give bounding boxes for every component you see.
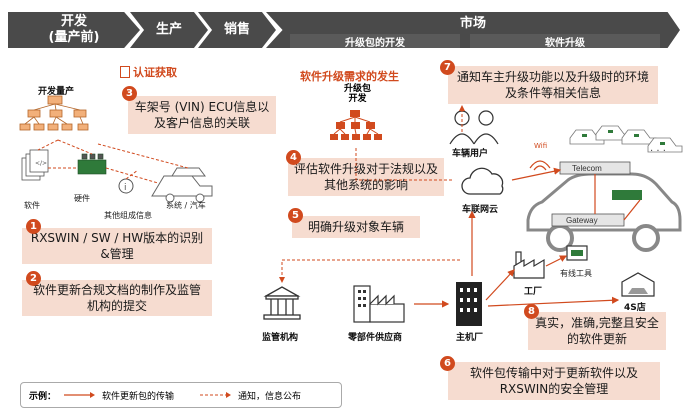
legend-dashed-arrow bbox=[200, 392, 232, 398]
step-number-5: 5 bbox=[288, 208, 303, 223]
oem-label: 主机厂 bbox=[456, 333, 484, 343]
wifi-icon bbox=[529, 160, 551, 171]
step-number-7: 7 bbox=[440, 60, 455, 75]
supplier-label: 零部件供应商 bbox=[348, 333, 403, 343]
step-number-3: 3 bbox=[122, 86, 137, 101]
legend-title: 示例： bbox=[29, 391, 57, 402]
certification-label-group: 认证获取 bbox=[120, 64, 177, 80]
factory-icon bbox=[513, 251, 545, 279]
cloud-label: 车联网云 bbox=[462, 205, 499, 215]
oem-building-icon bbox=[456, 282, 482, 326]
step-box-5: 明确升级对象车辆 bbox=[292, 216, 420, 238]
cloud-icon bbox=[461, 167, 504, 195]
telecom-label: Telecom bbox=[572, 164, 602, 173]
supplier-icon bbox=[353, 285, 405, 323]
certificate-icon bbox=[120, 66, 130, 78]
legend: 示例： 软件更新包的传输 通知，信息公布 bbox=[20, 382, 342, 408]
regulator-icon bbox=[263, 286, 301, 320]
step-number-8: 8 bbox=[524, 304, 539, 319]
car-user-label: 车辆用户 bbox=[452, 149, 489, 159]
package-dev-label: 升级包 开发 bbox=[344, 84, 372, 105]
step-text-6: 软件包传输中对于更新软件以及RXSWIN的安全管理 bbox=[469, 365, 638, 396]
step-box-1: RXSWIN / SW / HW版本的识别&管理 bbox=[22, 228, 212, 264]
connected-car-diagram: Telecom Gateway bbox=[526, 161, 682, 252]
stage-market-label: 市场 bbox=[459, 15, 486, 31]
step-box-2: 软件更新合规文档的制作及监管机构的提交 bbox=[22, 280, 212, 316]
step-text-4: 评估软件升级对于法规以及其他系统的影响 bbox=[294, 161, 439, 192]
dealer-label: 4S店 bbox=[624, 303, 646, 313]
dev-mass-label: 开发量产 bbox=[38, 87, 75, 97]
step-box-6: 软件包传输中对于更新软件以及RXSWIN的安全管理 bbox=[448, 362, 660, 400]
stage-dev-subtitle: (量产前) bbox=[48, 30, 100, 45]
step-number-2: 2 bbox=[26, 271, 41, 286]
legend-dashed-label: 通知，信息公布 bbox=[238, 391, 302, 402]
svg-text:</>: </> bbox=[35, 160, 47, 167]
system-car-label: 系统 / 汽车 bbox=[166, 201, 206, 210]
stage-development: 开发(量产前) bbox=[8, 12, 140, 48]
step-number-1: 1 bbox=[26, 219, 41, 234]
step-text-3: 车架号 (VIN) ECU信息以及客户信息的关联 bbox=[134, 99, 270, 130]
step-text-8: 真实，准确,完整且安全的软件更新 bbox=[535, 315, 659, 346]
market-sub-left: 升级包的开发 bbox=[290, 34, 460, 49]
wired-tool-label: 有线工具 bbox=[560, 269, 592, 278]
step-box-4: 评估软件升级对于法规以及其他系统的影响 bbox=[288, 158, 444, 196]
dev-tree-icon bbox=[19, 95, 89, 131]
market-sub-right: 软件升级 bbox=[470, 34, 660, 49]
stage-production-label: 生产 bbox=[155, 21, 182, 37]
step-box-8: 真实，准确,完整且安全的软件更新 bbox=[528, 312, 666, 350]
upgrade-need-title: 软件升级需求的发生 bbox=[300, 70, 399, 83]
gateway-label: Gateway bbox=[566, 216, 598, 225]
step-text-5: 明确升级对象车辆 bbox=[307, 219, 404, 234]
factory-label: 工厂 bbox=[524, 287, 543, 297]
stage-sales-label: 销售 bbox=[223, 21, 250, 37]
dealer-icon bbox=[621, 272, 655, 297]
step-box-3: 车架号 (VIN) ECU信息以及客户信息的关联 bbox=[128, 96, 276, 134]
other-info-label: 其他组成信息 bbox=[104, 211, 152, 220]
legend-solid-arrow bbox=[64, 392, 96, 398]
car-user-icon bbox=[449, 110, 499, 145]
hardware-label: 硬件 bbox=[74, 194, 90, 203]
wired-tool-icon bbox=[566, 245, 588, 261]
legend-solid-label: 软件更新包的传输 bbox=[102, 391, 175, 402]
step-box-7: 通知车主升级功能以及升级时的环境及条件等相关信息 bbox=[448, 66, 658, 104]
svg-text:i: i bbox=[124, 183, 127, 193]
package-tree-icon bbox=[330, 110, 382, 140]
certification-label: 认证获取 bbox=[133, 66, 177, 79]
wifi-label: Wifi bbox=[534, 142, 548, 150]
step-text-2: 软件更新合规文档的制作及监管机构的提交 bbox=[32, 282, 201, 313]
dev-components-diagram: </> i bbox=[21, 139, 213, 203]
regulator-label: 监管机构 bbox=[262, 333, 299, 343]
software-label: 软件 bbox=[24, 201, 40, 210]
step-text-1: RXSWIN / SW / HW版本的识别&管理 bbox=[30, 230, 204, 261]
step-text-7: 通知车主升级功能以及升级时的环境及条件等相关信息 bbox=[456, 69, 649, 100]
stage-dev-title: 开发 bbox=[60, 13, 87, 29]
step-number-4: 4 bbox=[286, 150, 301, 165]
step-number-6: 6 bbox=[440, 356, 455, 371]
fleet-cars-icon bbox=[569, 125, 683, 153]
more-dots: · · · bbox=[650, 146, 666, 157]
